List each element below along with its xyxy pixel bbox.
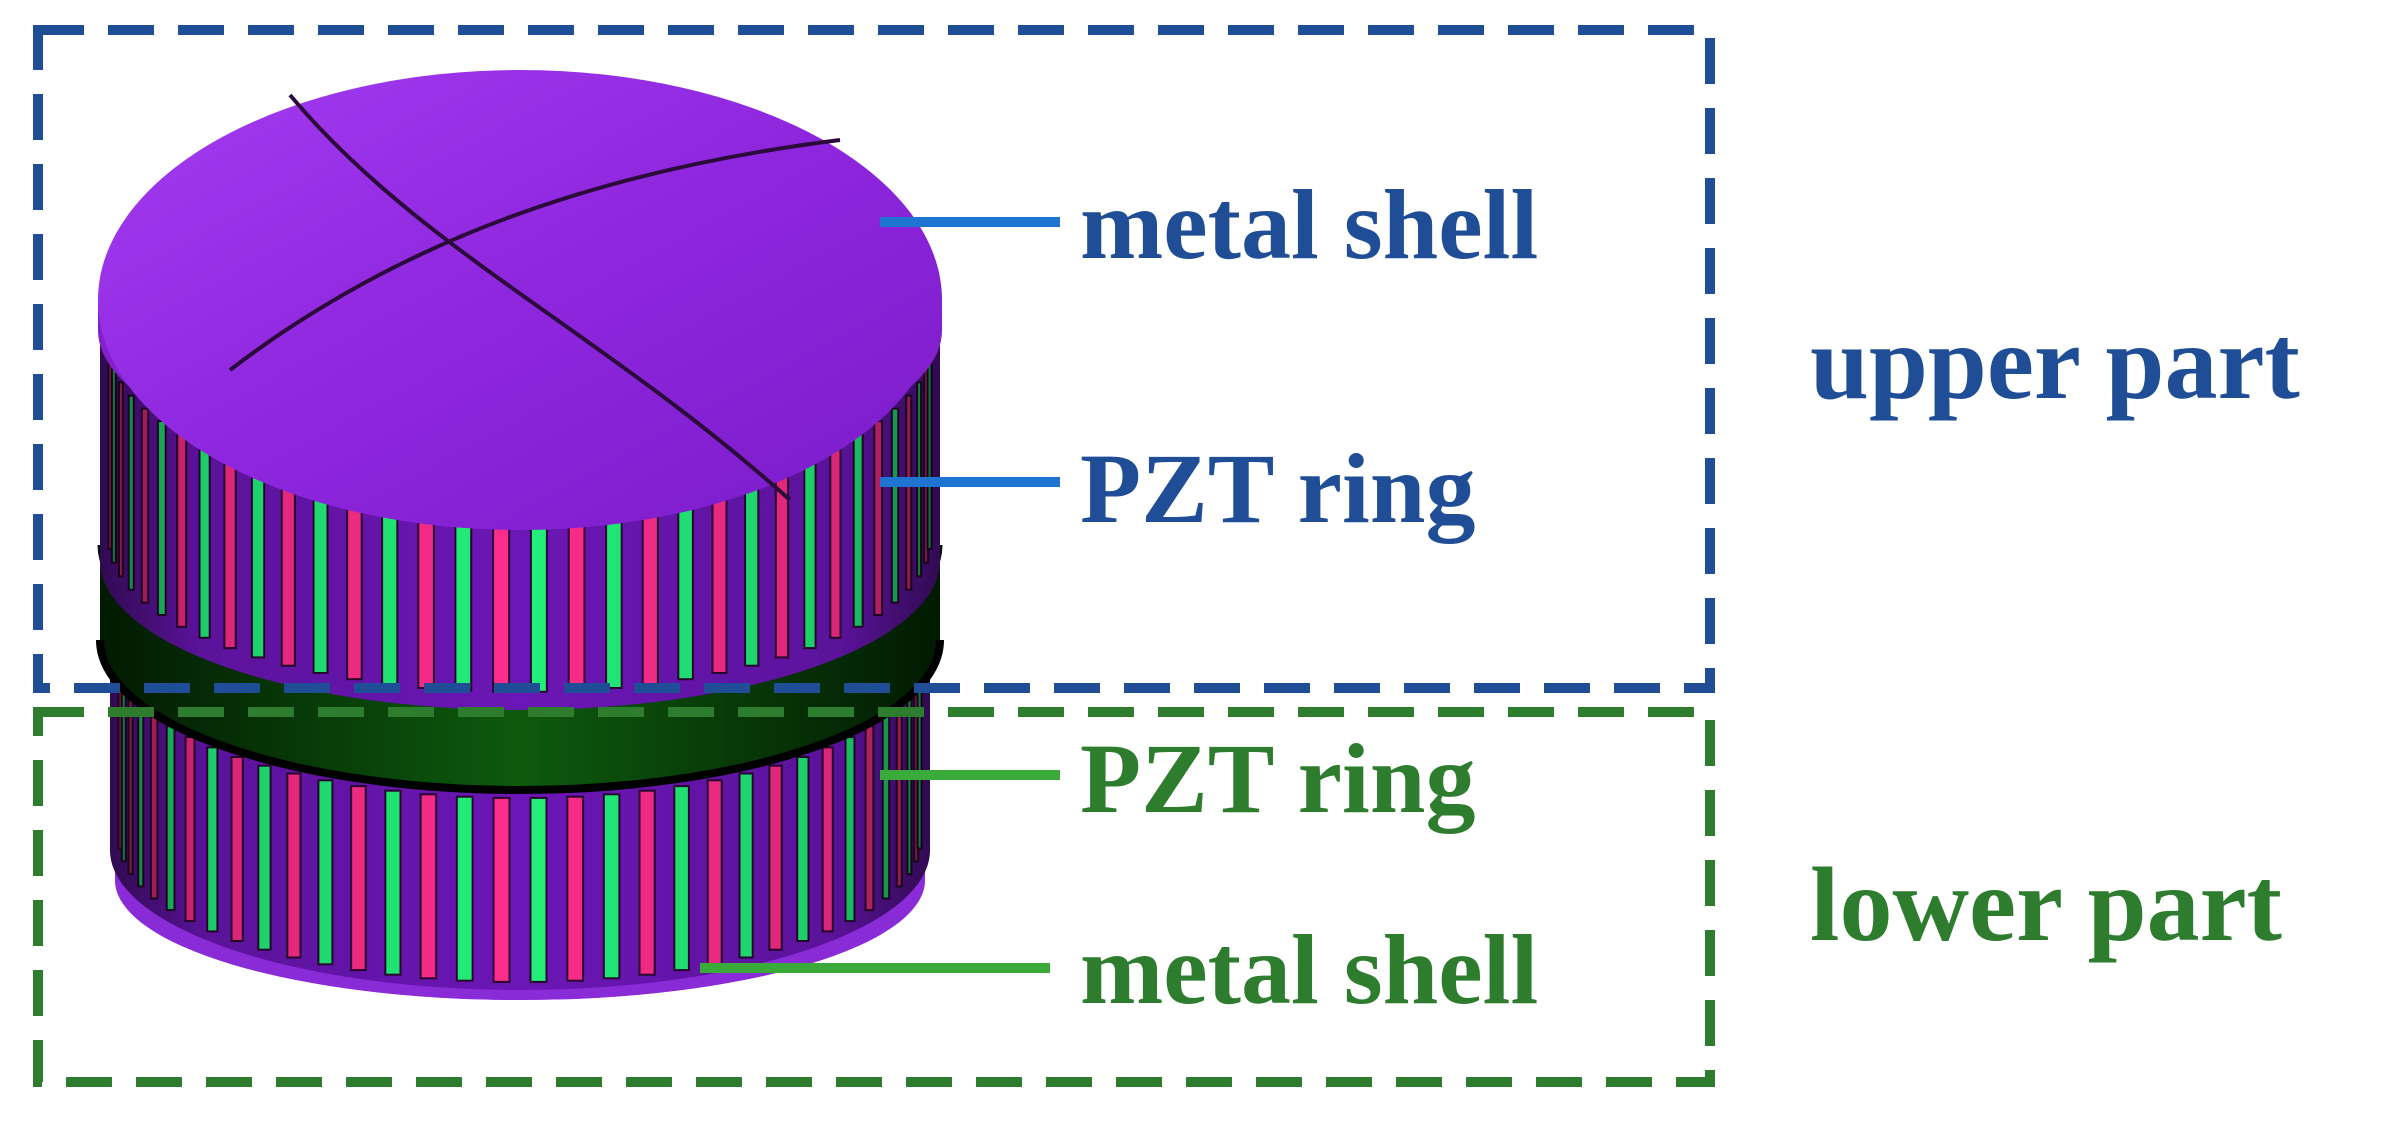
lower-metal-shell-label: metal shell bbox=[1080, 914, 1538, 1025]
lower-pzt-ring-label: PZT ring bbox=[1080, 723, 1475, 834]
lower-part-box bbox=[33, 707, 1715, 1087]
upper-metal-shell-label: metal shell bbox=[1080, 169, 1538, 280]
upper-part-box bbox=[33, 25, 1715, 693]
lower-part-label: lower part bbox=[1810, 846, 2282, 963]
upper-part-label: upper part bbox=[1810, 304, 2300, 421]
upper-pzt-ring-label: PZT ring bbox=[1080, 433, 1475, 544]
cylinder-illustration bbox=[96, 70, 944, 1000]
upper-metal-shell bbox=[98, 70, 942, 530]
